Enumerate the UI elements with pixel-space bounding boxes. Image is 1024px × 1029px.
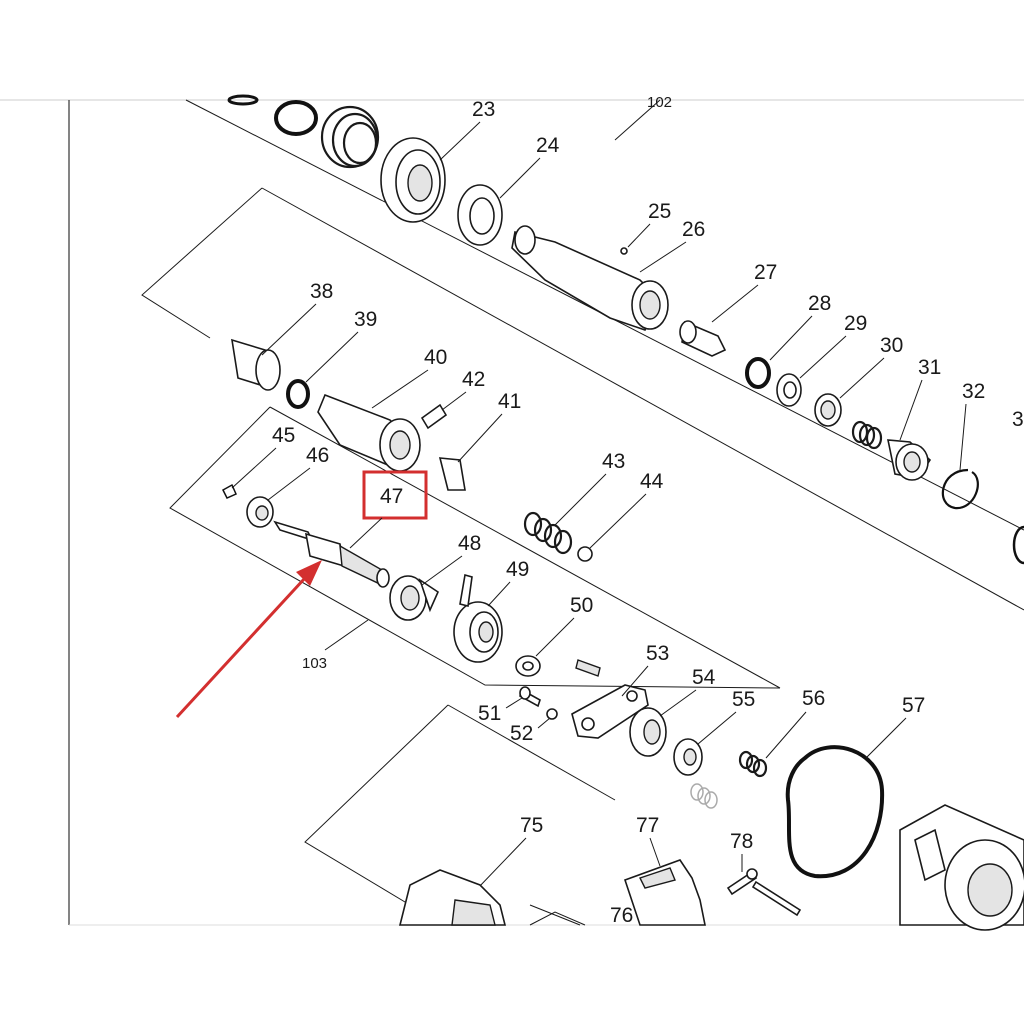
label-38: 38 <box>310 280 333 303</box>
part-27-striker <box>679 320 727 357</box>
group-frames <box>141 99 1024 926</box>
label-49: 49 <box>506 558 529 581</box>
label-24: 24 <box>536 134 560 157</box>
part-30-bearing <box>814 393 842 427</box>
label-54: 54 <box>692 666 716 689</box>
label-78: 78 <box>730 830 753 853</box>
part-47-intermediate-shaft <box>273 520 390 588</box>
highlight-arrow <box>175 560 322 719</box>
group-label-103: 103 <box>302 655 327 672</box>
label-51: 51 <box>478 702 501 725</box>
label-40: 40 <box>424 346 447 369</box>
label-42: 42 <box>462 368 485 391</box>
part-50-washer <box>515 655 541 677</box>
label-25: 25 <box>648 200 671 223</box>
label-45: 45 <box>272 424 295 447</box>
label-31: 31 <box>918 356 941 379</box>
part-52-washer <box>546 708 558 720</box>
label-33-partial: 3 <box>1012 408 1024 431</box>
part-57-o-ring <box>785 745 885 879</box>
part-38-sleeve <box>231 338 281 391</box>
label-44: 44 <box>640 470 664 493</box>
part-78-screw <box>726 868 758 896</box>
part-spring-top <box>320 105 380 169</box>
label-76: 76 <box>610 904 633 927</box>
part-31-sleeve <box>886 439 932 481</box>
label-47: 47 <box>380 485 403 508</box>
label-48: 48 <box>458 532 481 555</box>
label-50: 50 <box>570 594 593 617</box>
part-51-bolt <box>519 686 541 708</box>
part-43-spring <box>523 511 573 555</box>
label-53: 53 <box>646 642 669 665</box>
part-32-circlip <box>941 468 979 510</box>
part-45-clip <box>222 483 237 499</box>
part-gear-housing <box>899 804 1024 931</box>
part-25-ball <box>620 247 628 255</box>
label-77: 77 <box>636 814 659 837</box>
part-39-o-ring <box>286 379 310 409</box>
part-23-clutch <box>380 137 446 223</box>
part-29-washer <box>776 373 802 407</box>
label-29: 29 <box>844 312 867 335</box>
part-55-bearing <box>673 738 703 776</box>
part-77-cover <box>623 859 706 926</box>
part-53-plate <box>571 659 649 739</box>
label-39: 39 <box>354 308 377 331</box>
part-24-washer <box>457 184 503 246</box>
part-41-clip <box>438 457 466 491</box>
group-label-102: 102 <box>647 94 672 111</box>
part-top-ring <box>227 94 318 136</box>
part-spring-small <box>851 420 883 450</box>
label-56: 56 <box>802 687 825 710</box>
label-23: 23 <box>472 98 495 121</box>
label-75: 75 <box>520 814 543 837</box>
label-46: 46 <box>306 444 329 467</box>
part-44-ball <box>577 546 593 562</box>
part-46-bearing <box>246 496 274 528</box>
part-pin <box>751 880 802 917</box>
label-28: 28 <box>808 292 831 315</box>
label-27: 27 <box>754 261 777 284</box>
part-edge-ring <box>1012 525 1024 565</box>
label-43: 43 <box>602 450 625 473</box>
part-40-tool-holder <box>317 393 421 472</box>
part-28-o-ring <box>745 357 771 389</box>
part-42-pin <box>420 403 448 430</box>
label-32: 32 <box>962 380 985 403</box>
label-52: 52 <box>510 722 533 745</box>
label-57: 57 <box>902 694 925 717</box>
part-56-spring <box>738 750 768 778</box>
label-30: 30 <box>880 334 903 357</box>
part-54-bearing <box>629 707 667 757</box>
label-41: 41 <box>498 390 521 413</box>
label-26: 26 <box>682 218 705 241</box>
part-49-swash-bearing <box>453 573 503 663</box>
part-75-motor-housing <box>398 869 507 926</box>
label-55: 55 <box>732 688 755 711</box>
part-26-cylinder <box>511 225 669 331</box>
part-frame-fragment <box>529 911 586 926</box>
part-spring-ghost <box>690 783 718 809</box>
highlight-box-47 <box>362 470 428 520</box>
part-48-gear <box>389 575 440 621</box>
